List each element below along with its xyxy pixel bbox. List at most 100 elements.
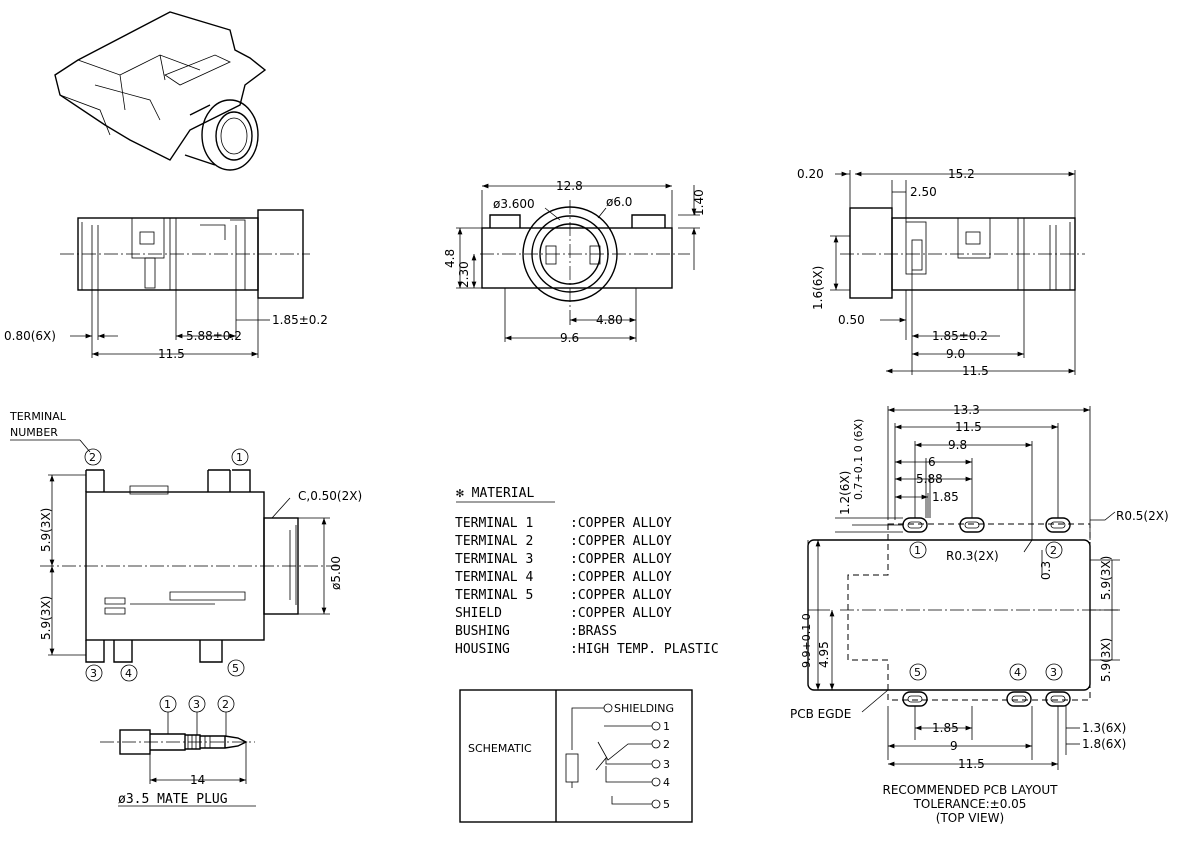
terminal-num-1: 1	[236, 451, 243, 464]
material-part: SHIELD	[455, 606, 502, 621]
dim-020: 0.20	[797, 167, 824, 181]
material-value: :COPPER ALLOY	[570, 606, 672, 621]
dim-250: 2.50	[910, 185, 937, 199]
pcb-dim-59b: 5.9(3X)	[1099, 638, 1113, 682]
isometric-view	[54, 11, 267, 171]
dim-pitch-588: 5.88±0.2	[186, 329, 242, 343]
material-part: HOUSING	[455, 642, 510, 657]
dim-pin-width: 0.80(6X)	[4, 329, 56, 343]
plug-contact-3: 3	[193, 698, 200, 711]
pcb-pad-num-4: 4	[1014, 666, 1021, 679]
material-part: TERMINAL 5	[455, 588, 533, 603]
dim-h-230: 2.30	[457, 261, 471, 288]
dim-w-480: 4.80	[596, 313, 623, 327]
dim-length-115: 11.5	[158, 347, 185, 361]
plug-contact-1: 1	[164, 698, 171, 711]
pcb-caption-2: TOLERANCE:±0.05	[913, 797, 1027, 811]
material-value: :COPPER ALLOY	[570, 588, 672, 603]
pcb-pad-num-2: 2	[1050, 544, 1057, 557]
material-part: TERMINAL 4	[455, 570, 533, 585]
dim-w-96: 9.6	[560, 331, 579, 345]
side-view-right: 0.20 15.2 2.50 1.6(6X) 0.50 1.85±0.2 9.0…	[797, 167, 1085, 378]
pcb-bottom-9: 9	[950, 739, 958, 753]
schematic-pin-1: 1	[663, 720, 670, 733]
terminal-num-4: 4	[125, 667, 132, 680]
terminal-num-2: 2	[89, 451, 96, 464]
dim-width-128: 12.8	[556, 179, 583, 193]
dim-pitch-185: 1.85±0.2	[272, 313, 328, 327]
schematic-box: SCHEMATIC SHIELDING 1 2 3 4 5	[459, 689, 693, 823]
pcb-pad-row-bottom	[902, 691, 1071, 707]
schematic-label: SCHEMATIC	[468, 742, 532, 755]
pcb-dim-12: 1.2(6X)	[838, 471, 852, 515]
material-value: :COPPER ALLOY	[570, 570, 672, 585]
pcb-dim-495: 4.95	[817, 641, 831, 668]
pcb-dim-185: 1.85	[932, 490, 959, 504]
terminal-num-3: 3	[90, 667, 97, 680]
pcb-bottom-185: 1.85	[932, 721, 959, 735]
pcb-dim-6: 6	[928, 455, 936, 469]
pcb-dim-03: 0.3	[1039, 561, 1053, 580]
material-title: ✻ MATERIAL	[456, 486, 534, 501]
material-table: ✻ MATERIAL TERMINAL 1:COPPER ALLOYTERMIN…	[455, 486, 719, 657]
dim-dia-500: ø5.00	[329, 556, 343, 590]
pcb-layout: 13.3 11.5 9.8 6 5.88 1.85 1.2(6X) 0.7+0.…	[790, 403, 1169, 825]
dim-h-140: 1.40	[692, 189, 706, 216]
dim-90: 9.0	[946, 347, 965, 361]
pcb-bottom-115: 11.5	[958, 757, 985, 771]
pcb-r05: R0.5(2X)	[1116, 509, 1169, 523]
terminal-label-1: TERMINAL	[9, 410, 67, 423]
material-part: TERMINAL 1	[455, 516, 533, 531]
material-value: :BRASS	[570, 624, 617, 639]
pcb-caption-3: (TOP VIEW)	[936, 811, 1004, 825]
terminal-num-5: 5	[232, 662, 239, 675]
dim-dia-36: ø3.600	[493, 197, 535, 211]
pcb-pad-row-top	[902, 517, 1071, 533]
material-value: :HIGH TEMP. PLASTIC	[570, 642, 719, 657]
pcb-caption-1: RECOMMENDED PCB LAYOUT	[882, 783, 1058, 797]
dim-dia-60: ø6.0	[606, 195, 632, 209]
pcb-dim-98: 9.8	[948, 438, 967, 452]
plug-contact-2: 2	[222, 698, 229, 711]
pcb-edge-label: PCB EGDE	[790, 707, 851, 721]
pcb-pad-num-5: 5	[914, 666, 921, 679]
material-part: TERMINAL 2	[455, 534, 533, 549]
material-value: :COPPER ALLOY	[570, 516, 672, 531]
pcb-r03: R0.3(2X)	[946, 549, 999, 563]
pcb-dim-99: 9.9+0.1 0	[800, 613, 813, 668]
dim-115: 11.5	[962, 364, 989, 378]
material-value: :COPPER ALLOY	[570, 534, 672, 549]
pcb-dim-588: 5.88	[916, 472, 943, 486]
dim-185: 1.85±0.2	[932, 329, 988, 343]
material-value: :COPPER ALLOY	[570, 552, 672, 567]
pcb-pad-num-1: 1	[914, 544, 921, 557]
schematic-pin-5: 5	[663, 798, 670, 811]
material-part: BUSHING	[455, 624, 510, 639]
pcb-dim-133: 13.3	[953, 403, 980, 417]
material-rows: TERMINAL 1 :COPPER ALLOY TERMINAL 2 :COPPER…	[455, 516, 719, 657]
pcb-dim-13: 1.3(6X)	[1082, 721, 1126, 735]
front-view-center: 12.8 ø3.600 ø6.0 1.40 4.8 2.30 4.80 9.6	[443, 179, 706, 345]
schematic-pin-4: 4	[663, 776, 670, 789]
pcb-dim-18: 1.8(6X)	[1082, 737, 1126, 751]
material-part: TERMINAL 3	[455, 552, 533, 567]
terminal-label-2: NUMBER	[10, 426, 58, 439]
terminal-view: TERMINAL NUMBER C,0.50(2X) ø5.00 5.9(3X)…	[9, 410, 362, 682]
pcb-dim-59a: 5.9(3X)	[1099, 556, 1113, 600]
schematic-pin-2: 2	[663, 738, 670, 751]
mate-plug: 1 3 2 14 ø3.5 MATE PLUG	[100, 695, 256, 807]
dim-050: 0.50	[838, 313, 865, 327]
pcb-dim-07: 0.7+0.1 0 (6X)	[852, 419, 865, 500]
dim-h-48: 4.8	[443, 249, 457, 268]
dim-16: 1.6(6X)	[811, 266, 825, 310]
pcb-pad-num-3: 3	[1050, 666, 1057, 679]
dim-59-top: 5.9(3X)	[39, 508, 53, 552]
pcb-dim-115: 11.5	[955, 420, 982, 434]
schematic-pin-3: 3	[663, 758, 670, 771]
plug-caption: ø3.5 MATE PLUG	[118, 792, 228, 807]
dim-152: 15.2	[948, 167, 975, 181]
dim-chamfer: C,0.50(2X)	[298, 489, 362, 503]
side-view-left: 0.80(6X) 5.88±0.2 1.85±0.2 11.5	[4, 209, 328, 361]
schematic-shielding: SHIELDING	[614, 702, 674, 715]
